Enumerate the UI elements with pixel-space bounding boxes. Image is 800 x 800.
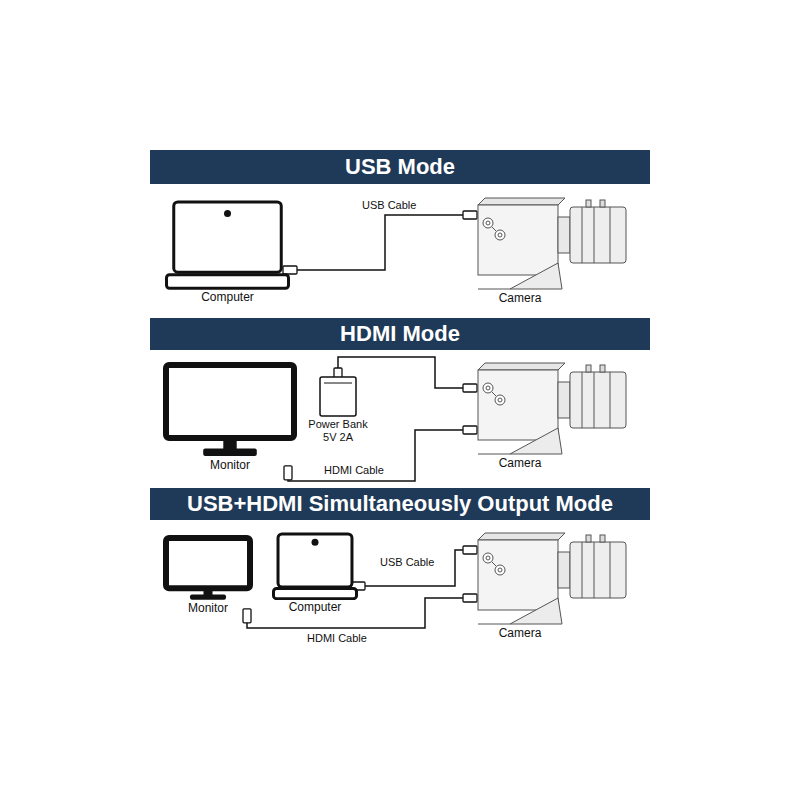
computer-icon: Computer — [165, 200, 290, 305]
monitor-icon-drawing — [163, 535, 253, 601]
mode-title: HDMI Mode — [340, 321, 460, 346]
camera-icon: Camera — [470, 530, 632, 641]
cable-label: USB Cable — [378, 556, 436, 569]
cable-group — [284, 426, 477, 481]
cable-label: HDMI Cable — [322, 464, 386, 477]
device-label: Camera — [470, 457, 570, 471]
computer-icon: Computer — [272, 532, 358, 615]
cable-group — [283, 211, 477, 274]
device-label: Camera — [470, 292, 570, 306]
power-bank-icon: Power Bank 5V 2A — [303, 375, 373, 443]
cable-plug — [284, 466, 292, 480]
power-bank-icon-drawing — [303, 375, 373, 417]
cable-plug — [463, 426, 477, 434]
camera-icon-drawing — [470, 530, 632, 626]
mode-banner: USB Mode — [150, 150, 650, 184]
mode-banner: HDMI Mode — [150, 318, 650, 350]
device-label: Monitor — [163, 459, 297, 473]
mode-title: USB+HDMI Simultaneously Output Mode — [187, 491, 613, 516]
mode-banner: USB+HDMI Simultaneously Output Mode — [150, 488, 650, 520]
computer-icon-drawing — [272, 532, 358, 600]
cable-line — [247, 598, 470, 628]
camera-icon-drawing — [470, 360, 632, 456]
device-label: Camera — [470, 627, 570, 641]
cable-plug — [243, 609, 251, 623]
camera-icon-drawing — [470, 195, 632, 291]
device-label: Computer — [165, 291, 290, 305]
cable-line — [338, 357, 470, 388]
camera-icon: Camera — [470, 360, 632, 471]
cable-group — [351, 546, 477, 590]
monitor-icon: Monitor — [163, 362, 297, 473]
cable-plug — [283, 266, 297, 274]
device-label: Power Bank 5V 2A — [306, 418, 370, 443]
cable-line — [288, 430, 470, 481]
device-label: Computer — [272, 601, 358, 615]
device-label: Monitor — [163, 602, 253, 616]
cable-line — [358, 550, 470, 586]
cable-line — [290, 215, 470, 270]
cable-plug — [463, 594, 477, 602]
cable-plug — [463, 384, 477, 392]
camera-icon: Camera — [470, 195, 632, 306]
cable-label: HDMI Cable — [305, 632, 369, 645]
monitor-icon-drawing — [163, 362, 297, 458]
monitor-icon: Monitor — [163, 535, 253, 616]
cable-plug — [463, 211, 477, 219]
mode-title: USB Mode — [345, 154, 455, 179]
cable-plug — [463, 546, 477, 554]
cable-label: USB Cable — [360, 199, 418, 212]
computer-icon-drawing — [165, 200, 290, 290]
